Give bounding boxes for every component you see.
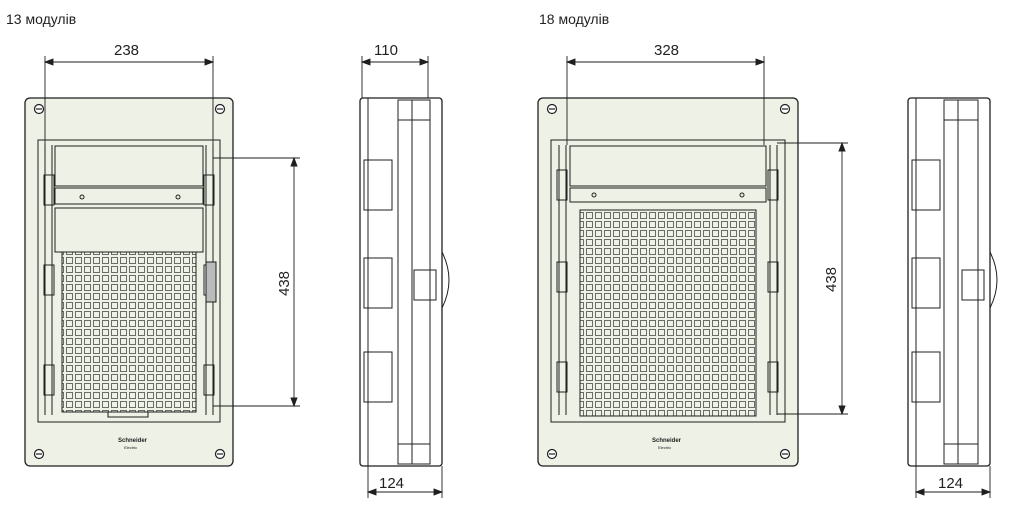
- brand-logo-13b: Electric: [124, 445, 137, 450]
- dim-width-13: [43, 56, 215, 145]
- front-view-18: [537, 97, 799, 467]
- dim-depth-bottom-18: [914, 466, 992, 498]
- dim-depth-bottom-13-label: 124: [379, 475, 404, 492]
- screw-icons-13: [33, 103, 226, 460]
- dim-height-18-label: 438: [823, 267, 840, 292]
- dim-width-18: [565, 56, 766, 145]
- screw-icons-18: [546, 103, 791, 460]
- dim-height-13: [213, 156, 300, 408]
- brand-logo-13a: Schneider: [118, 438, 148, 444]
- dim-width-13-label: 238: [114, 42, 139, 59]
- dim-depth-top-13-label: 110: [374, 42, 398, 59]
- side-view-13: [359, 97, 450, 467]
- brand-logo-18b: Electric: [658, 445, 671, 450]
- dim-width-18-label: 328: [654, 42, 679, 59]
- dim-depth-bottom-13: [366, 466, 444, 498]
- front-view-13: [24, 97, 234, 467]
- dim-height-18: [777, 141, 848, 416]
- dim-depth-top-13: [360, 56, 430, 98]
- perforated-plate-18: [579, 209, 757, 417]
- perforated-plate-13: [61, 251, 197, 413]
- brand-logo-18a: Schneider: [652, 438, 682, 444]
- title-13-modules: 13 модулів: [6, 11, 77, 27]
- dim-depth-bottom-18-label: 124: [938, 475, 963, 492]
- side-view-18: [907, 97, 998, 467]
- title-18-modules: 18 модулів: [539, 11, 610, 27]
- dim-height-13-label: 438: [276, 271, 293, 296]
